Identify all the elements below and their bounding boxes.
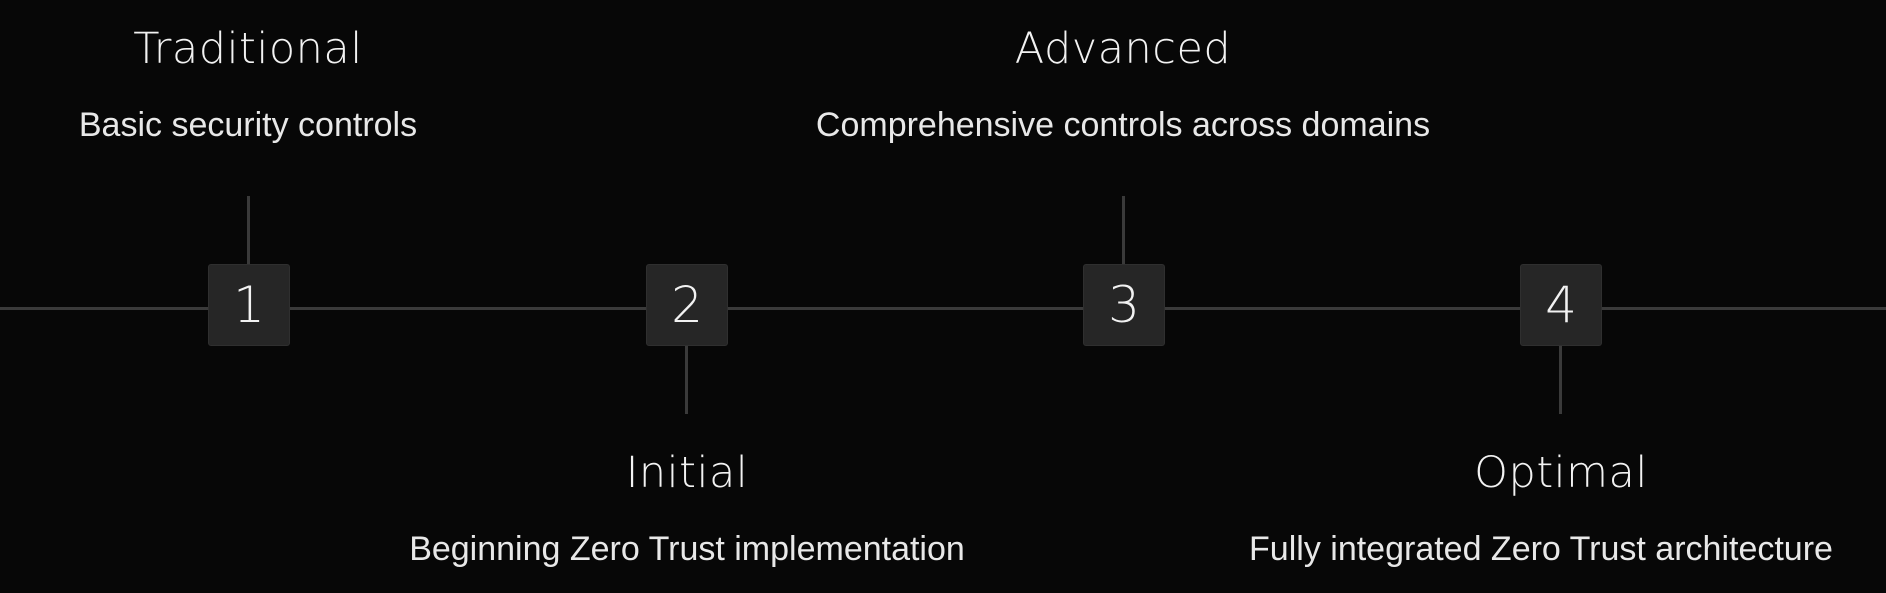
stage-title: Advanced (1014, 24, 1232, 74)
stage-title: Initial (625, 448, 749, 498)
stage-description: Basic security controls (78, 106, 418, 144)
stage-number-badge: 3 (1083, 264, 1165, 346)
stage-connector (1559, 346, 1562, 414)
timeline-line (0, 307, 1886, 310)
stage-number-badge: 1 (208, 264, 290, 346)
stage-description: Fully integrated Zero Trust architecture (1249, 530, 1833, 568)
stage-connector (1122, 196, 1125, 264)
stage-title: Traditional (133, 24, 363, 74)
stage-connector (247, 196, 250, 264)
stage-connector (685, 346, 688, 414)
stage-number-badge: 2 (646, 264, 728, 346)
stage-description: Beginning Zero Trust implementation (409, 530, 965, 568)
stage-description: Comprehensive controls across domains (815, 106, 1431, 144)
stage-title: Optimal (1474, 448, 1648, 498)
stage-number-badge: 4 (1520, 264, 1602, 346)
